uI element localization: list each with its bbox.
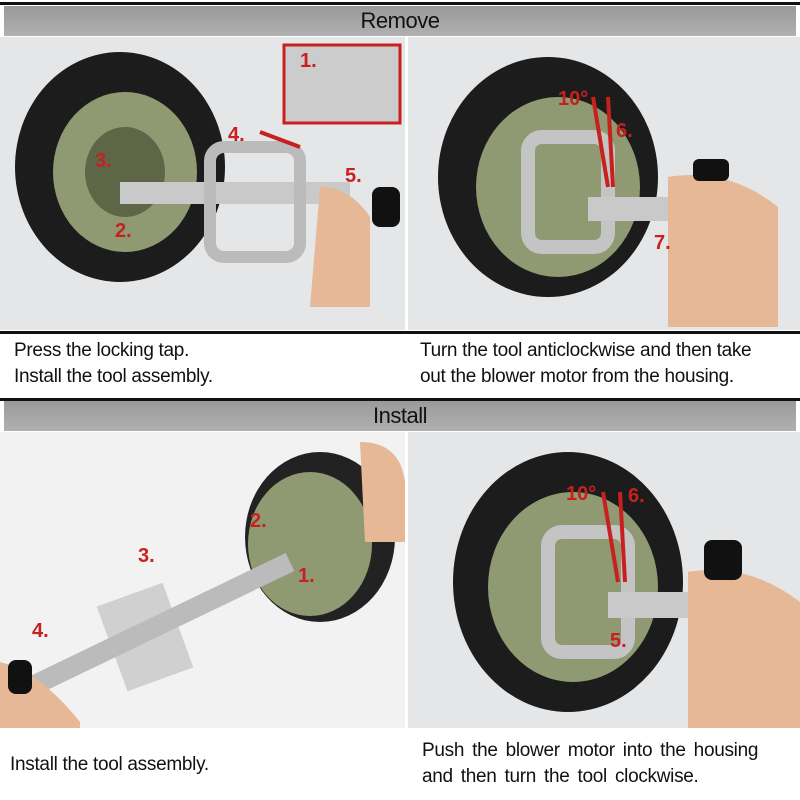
install-caption-1: Install the tool assembly. bbox=[10, 752, 209, 778]
angle-label: 10° bbox=[566, 483, 596, 505]
remove-caption-1: Press the locking tap. Install the tool … bbox=[14, 338, 213, 390]
install-header: Install bbox=[4, 401, 796, 431]
label-5: 5. bbox=[610, 630, 627, 652]
label-2: 2. bbox=[115, 220, 132, 242]
caption-line: Install the tool assembly. bbox=[10, 754, 209, 775]
caption-line: Push the blower motor into the housing bbox=[422, 740, 759, 761]
caption-line: Press the locking tap. bbox=[14, 340, 190, 361]
label-6: 6. bbox=[628, 485, 645, 507]
divider bbox=[0, 398, 800, 401]
remove-caption-2: Turn the tool anticlockwise and then tak… bbox=[420, 338, 752, 390]
divider bbox=[0, 2, 800, 5]
label-2: 2. bbox=[250, 510, 267, 532]
caption-line: out the blower motor from the housing. bbox=[420, 366, 734, 387]
label-1: 1. bbox=[298, 565, 315, 587]
divider bbox=[0, 331, 800, 334]
remove-step-photo-2: 10° 6. 7. bbox=[408, 37, 800, 330]
angle-label: 10° bbox=[558, 88, 588, 110]
label-1: 1. bbox=[300, 50, 317, 72]
arrow-icon bbox=[259, 130, 301, 149]
label-3: 3. bbox=[138, 545, 155, 567]
install-caption-2: Push the blower motor into the housing a… bbox=[422, 738, 758, 790]
label-3: 3. bbox=[95, 150, 112, 172]
caption-line: Install the tool assembly. bbox=[14, 366, 213, 387]
label-7: 7. bbox=[654, 232, 671, 254]
remove-header: Remove bbox=[4, 6, 796, 36]
install-step-photo-1: 1. 2. 3. 4. bbox=[0, 432, 405, 728]
install-step-photo-2: 10° 6. 5. bbox=[408, 432, 800, 728]
label-5: 5. bbox=[345, 165, 362, 187]
label-4: 4. bbox=[228, 124, 245, 146]
remove-step-photo-1: 1. 2. 3. 4. 5. bbox=[0, 37, 405, 330]
label-6: 6. bbox=[616, 120, 633, 142]
label-4: 4. bbox=[32, 620, 49, 642]
caption-line: Turn the tool anticlockwise and then tak… bbox=[420, 340, 752, 361]
caption-line: and then turn the tool clockwise. bbox=[422, 766, 699, 787]
